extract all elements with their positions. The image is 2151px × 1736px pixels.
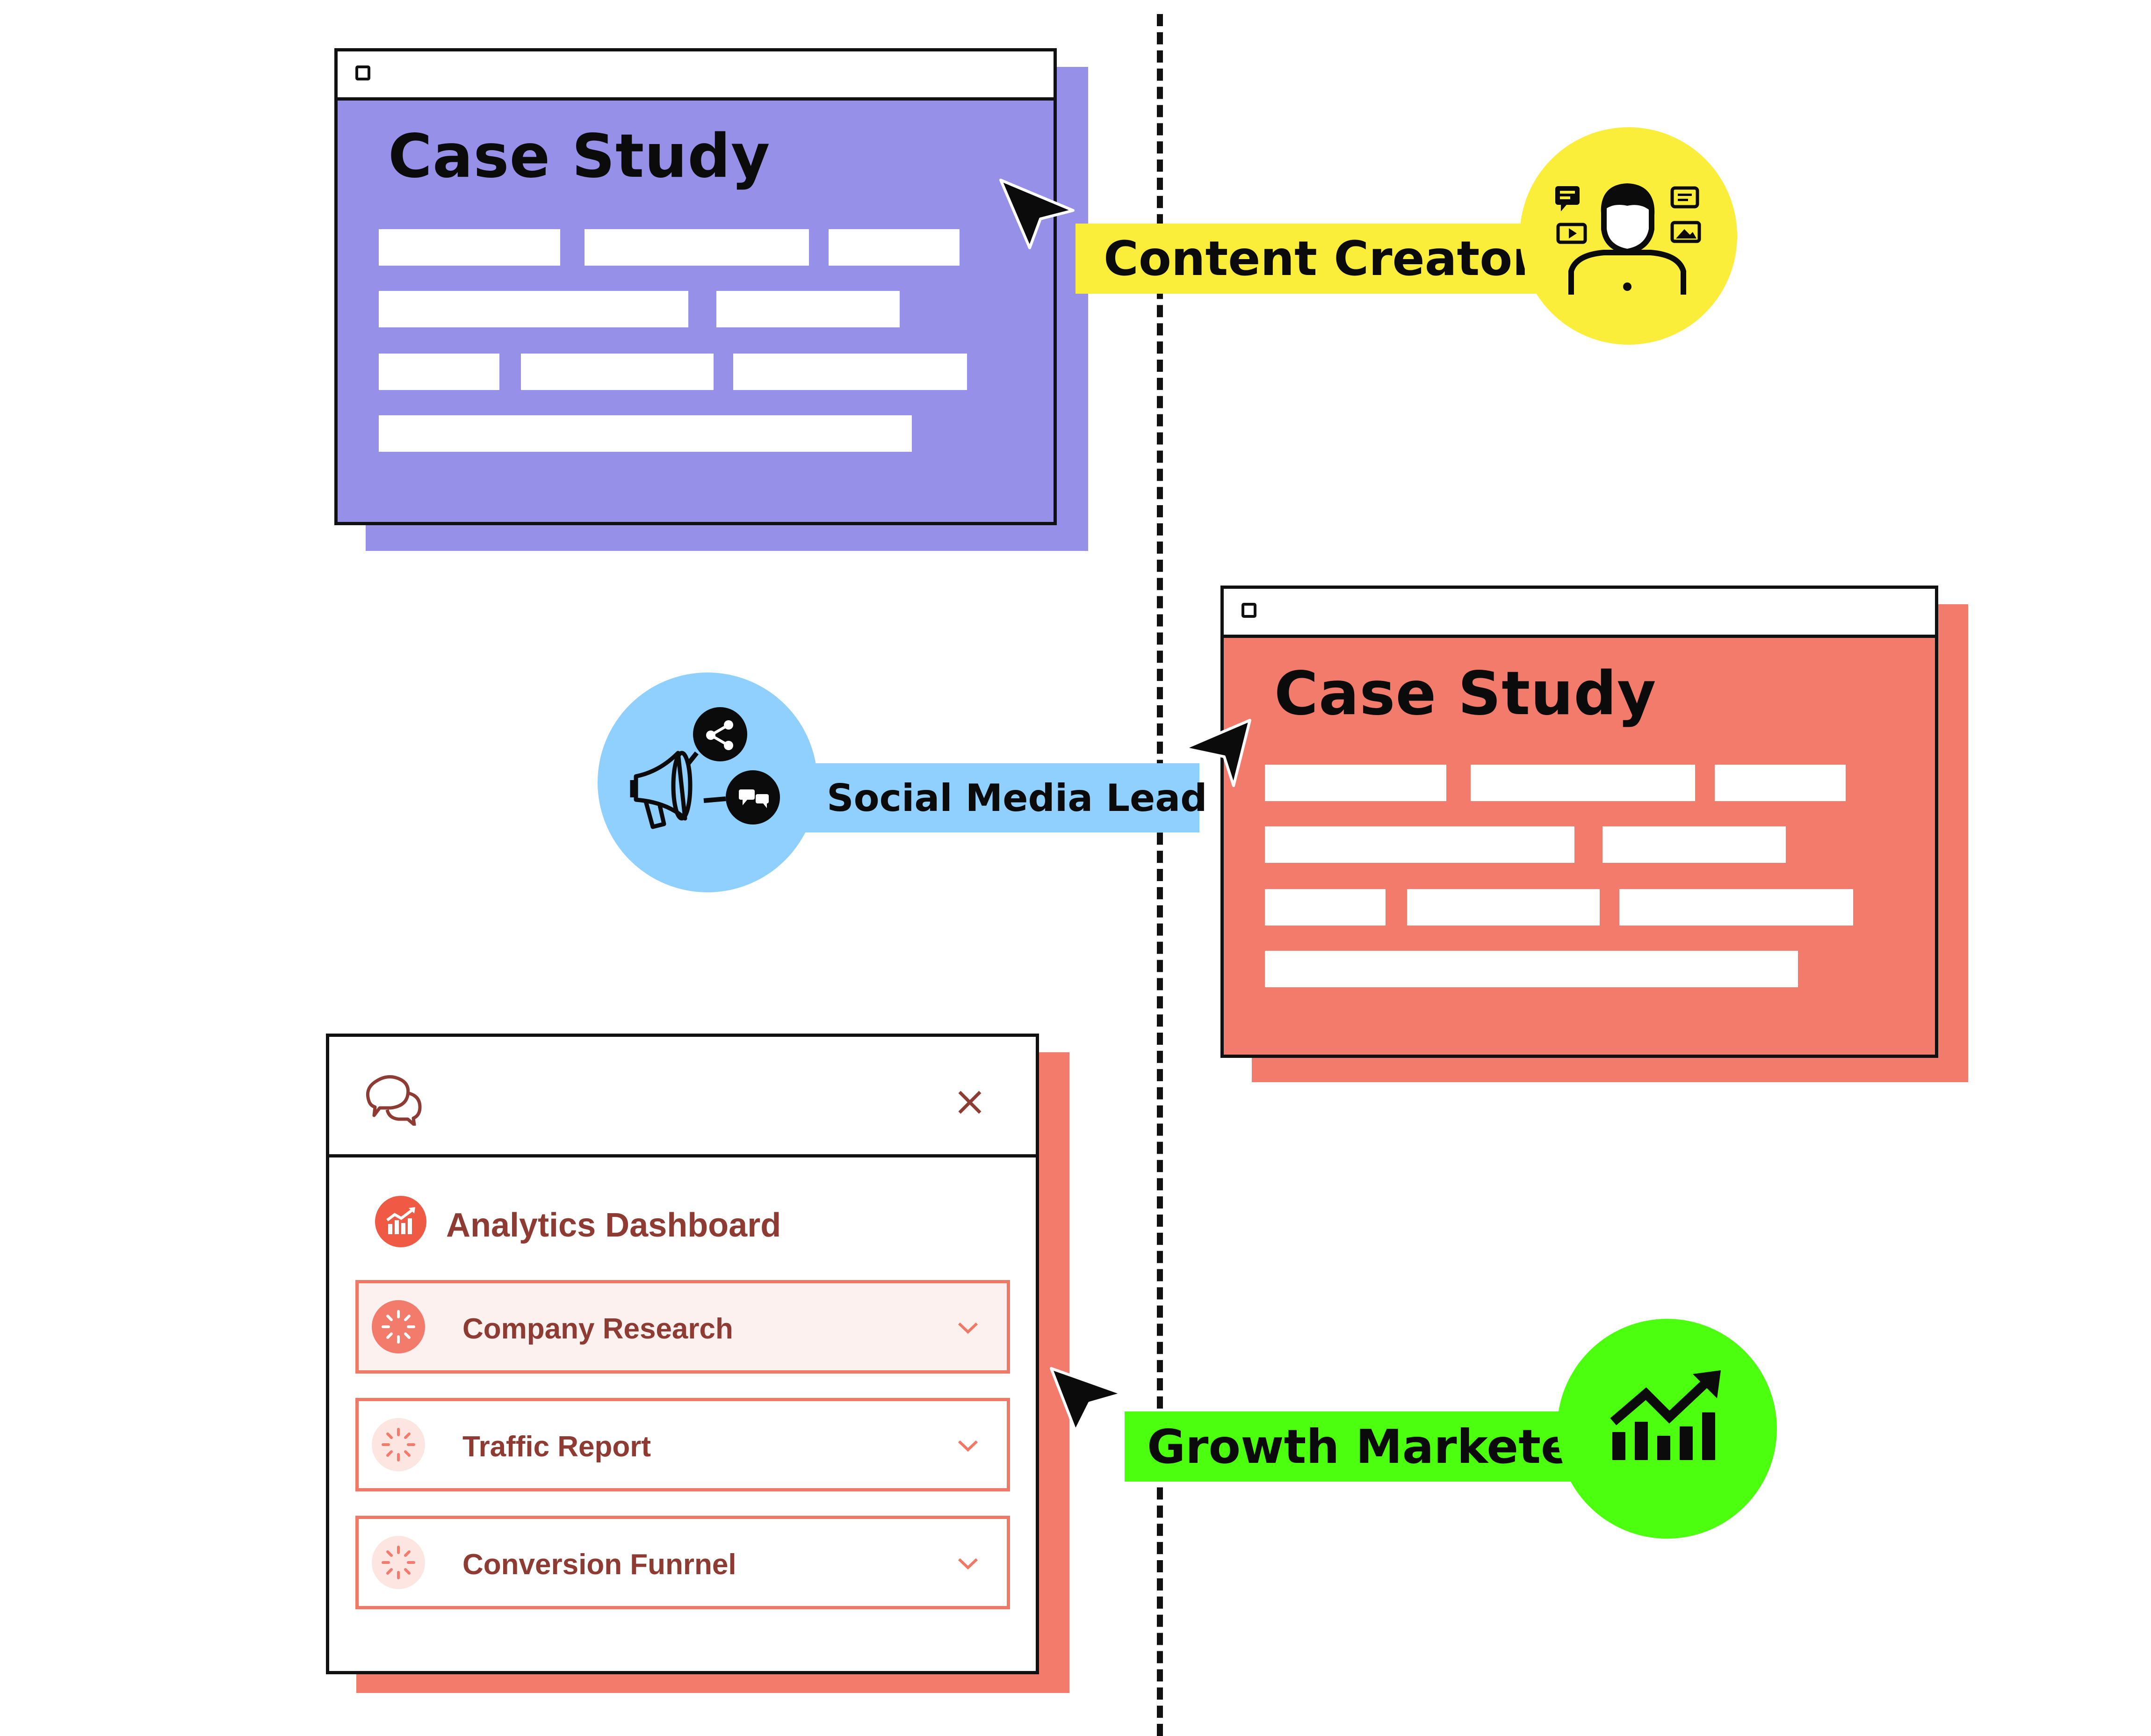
loading-spinner-icon bbox=[372, 1418, 425, 1471]
analytics-chart-icon bbox=[375, 1196, 426, 1247]
content-creator-icon bbox=[1555, 183, 1701, 295]
placeholder-line bbox=[716, 291, 900, 327]
chevron-down-icon[interactable] bbox=[957, 1321, 979, 1335]
chat-bubbles-icon bbox=[366, 1075, 422, 1126]
accordion-label: Conversion Funrnel bbox=[462, 1548, 736, 1581]
placeholder-line bbox=[1265, 889, 1386, 926]
placeholder-line bbox=[521, 354, 714, 390]
placeholder-line bbox=[1265, 765, 1446, 801]
chevron-down-icon[interactable] bbox=[957, 1556, 979, 1570]
megaphone-share-icon bbox=[630, 707, 780, 829]
placeholder-line bbox=[379, 415, 912, 452]
content-creator-label: Content Creator bbox=[1104, 231, 1536, 287]
social-media-lead-label: Social Media Lead bbox=[827, 776, 1207, 820]
window-control-square[interactable] bbox=[355, 65, 370, 80]
growth-marketer-label-bar: Growth Marketer bbox=[1125, 1411, 1602, 1482]
placeholder-line bbox=[1265, 951, 1798, 987]
placeholder-line bbox=[1602, 826, 1786, 863]
placeholder-line bbox=[1619, 889, 1853, 926]
placeholder-line bbox=[1407, 889, 1600, 926]
case-study-card-purple: Case Study bbox=[334, 48, 1057, 525]
cursor-pointer-icon bbox=[1050, 1367, 1124, 1432]
panel-header bbox=[329, 1037, 1036, 1157]
placeholder-line bbox=[1471, 765, 1695, 801]
card-title: Case Study bbox=[388, 122, 771, 191]
content-creator-label-bar: Content Creator bbox=[1076, 224, 1548, 294]
window-titlebar bbox=[338, 51, 1054, 101]
accordion-item-traffic-report[interactable]: Traffic Report bbox=[355, 1398, 1010, 1491]
close-icon[interactable] bbox=[956, 1088, 984, 1116]
growth-marketer-label: Growth Marketer bbox=[1147, 1419, 1596, 1474]
placeholder-line bbox=[1265, 826, 1574, 863]
placeholder-line bbox=[585, 229, 809, 266]
dashboard-title: Analytics Dashboard bbox=[446, 1207, 781, 1244]
center-divider bbox=[1157, 14, 1163, 1736]
social-media-lead-label-bar: Social Media Lead bbox=[795, 763, 1207, 832]
accordion-label: Company Research bbox=[462, 1313, 733, 1345]
analytics-dashboard-panel: Analytics Dashboard Company Research bbox=[326, 1034, 1039, 1674]
cursor-pointer-icon bbox=[1183, 719, 1251, 787]
cursor-pointer-icon bbox=[999, 179, 1075, 249]
placeholder-line bbox=[829, 229, 960, 266]
placeholder-line bbox=[379, 291, 688, 327]
case-study-card-coral: Case Study bbox=[1220, 586, 1938, 1058]
card-title: Case Study bbox=[1274, 659, 1657, 729]
accordion-item-conversion-funnel[interactable]: Conversion Funrnel bbox=[355, 1516, 1010, 1609]
chevron-down-icon[interactable] bbox=[957, 1439, 979, 1453]
placeholder-line bbox=[1715, 765, 1846, 801]
window-control-square[interactable] bbox=[1242, 603, 1256, 618]
growth-chart-icon bbox=[1610, 1370, 1721, 1460]
accordion-item-company-research[interactable]: Company Research bbox=[355, 1280, 1010, 1374]
growth-marketer-badge bbox=[1557, 1319, 1777, 1539]
placeholder-line bbox=[379, 229, 560, 266]
placeholder-line bbox=[379, 354, 499, 390]
placeholder-line bbox=[733, 354, 967, 390]
loading-spinner-icon bbox=[372, 1300, 425, 1353]
accordion-label: Traffic Report bbox=[462, 1431, 651, 1463]
loading-spinner-icon bbox=[372, 1536, 425, 1589]
window-titlebar bbox=[1224, 589, 1935, 638]
